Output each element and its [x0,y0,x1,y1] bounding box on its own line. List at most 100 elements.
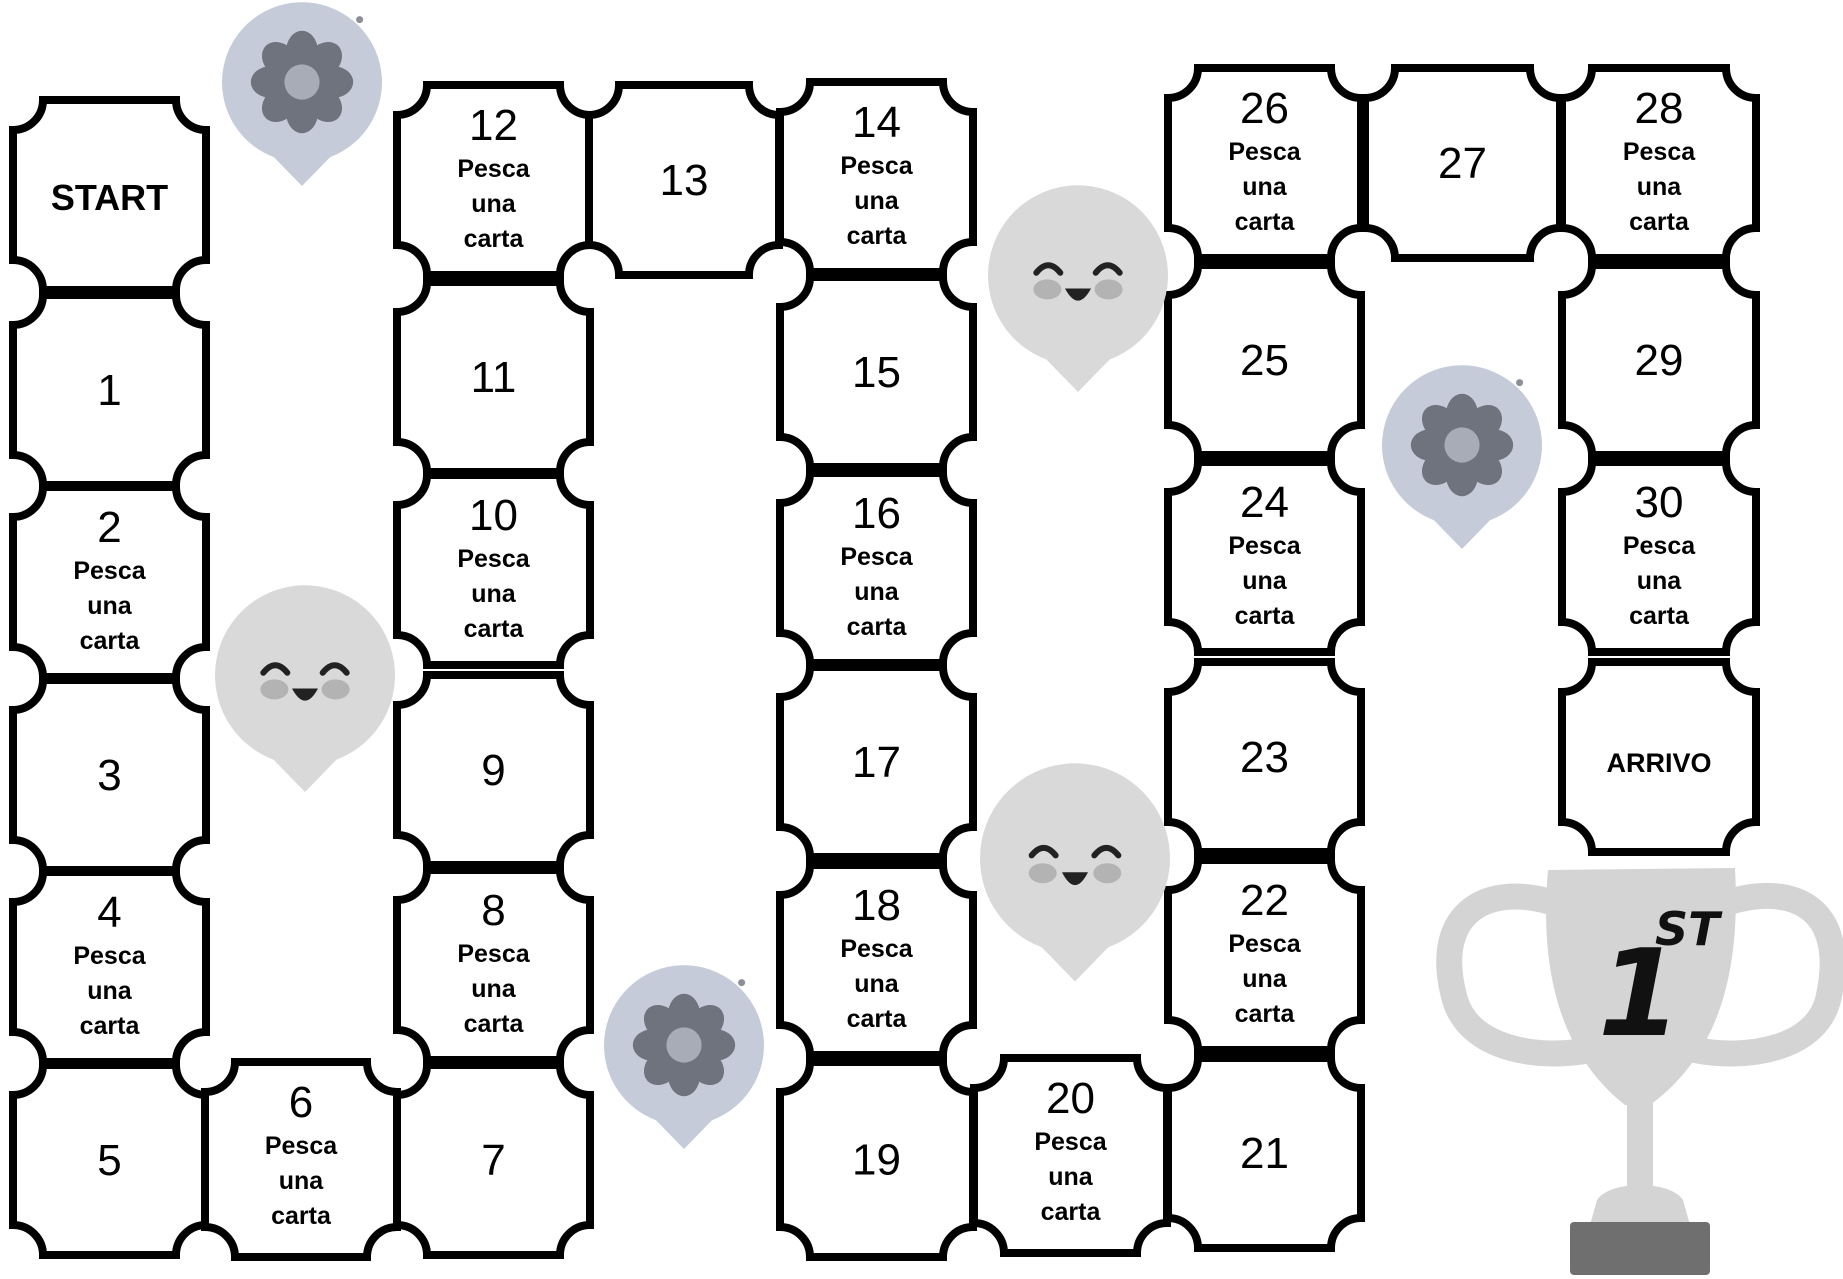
tile-instruction: una [1637,567,1683,595]
tile-instruction: carta [1041,1198,1102,1226]
tile-number: 19 [852,1136,901,1185]
tile-instruction: carta [1235,602,1296,630]
tile-instruction: carta [1629,602,1690,630]
tile-instruction: carta [80,627,141,655]
tile-instruction: una [854,970,900,998]
board-tile-24: 24Pesca una carta [1168,462,1361,652]
tile-number: 3 [97,751,121,800]
tile-instruction: carta [464,1010,525,1038]
board-tile-11: 11 [397,282,590,472]
board-tile-13: 13 [589,85,779,275]
tile-instruction: carta [464,225,525,253]
tile-instruction: una [87,977,133,1005]
tile-instruction: Pesca [73,557,146,585]
tile-instruction: Pesca [840,935,913,963]
tile-number: 11 [471,353,517,402]
tile-number: 28 [1635,84,1684,133]
tile-number: 26 [1240,84,1289,133]
board-tile-7: 7 [397,1065,590,1255]
tile-number: 4 [97,888,121,937]
tile-number: 16 [852,489,901,538]
tile-instruction: Pesca [457,155,530,183]
tile-instruction: Pesca [265,1132,338,1160]
board-tile-19: 19 [780,1062,973,1257]
board-tile-2: 2Pescaunacarta [13,487,206,677]
tile-number: 1 [97,366,121,415]
tile-instruction: una [279,1167,325,1195]
tile-instruction: una [1048,1163,1094,1191]
tile-instruction: carta [1235,208,1296,236]
board-tile-5: 5 [13,1065,206,1255]
board-tile-26: 26Pesca una carta [1168,68,1361,258]
tile-number: 14 [852,98,901,147]
tile-instruction: Pesca [1034,1128,1107,1156]
tile-number: 24 [1240,478,1289,527]
tile-instruction: Pesca [1228,532,1301,560]
tile-number: 9 [481,746,505,795]
board-tile-15: 15 [780,277,973,467]
tile-number: 8 [481,886,505,935]
tile-number: 12 [469,101,518,150]
flower-bubble-icon [604,965,764,1149]
smiley-bubble-icon [980,763,1170,981]
board-tile-18: 18Pesca una carta [780,865,973,1055]
board-tile-4: 4Pesca una carta [13,872,206,1062]
tile-number: 5 [97,1136,121,1185]
board-tile-23: 23 [1168,662,1361,852]
tile-instruction: una [471,975,517,1003]
tile-instruction: carta [847,613,908,641]
tile-instruction: carta [80,1012,141,1040]
board-tile-1: 1 [13,295,206,485]
tile-number: 18 [852,881,901,930]
tile-number: 13 [660,156,709,205]
tile-instruction: Pesca [457,940,530,968]
tile-instruction: carta [271,1202,332,1230]
tile-number: 2 [97,503,121,552]
flower-bubble-icon [1382,365,1542,549]
tile-number: 6 [289,1078,313,1127]
trophy-icon: 1 ST [1449,868,1832,1275]
tile-instruction: una [854,578,900,606]
tile-instruction: Pesca [1228,138,1301,166]
tile-instruction: Pesca [73,942,146,970]
tile-instruction: Pesca [840,543,913,571]
tile-instruction: carta [464,615,525,643]
tile-number: 7 [481,1136,505,1185]
tile-number: 22 [1240,876,1289,925]
tile-number: 30 [1635,478,1684,527]
board-tile-21: 21 [1168,1058,1361,1248]
flower-bubble-icon [222,2,382,186]
tile-instruction: una [471,190,517,218]
smiley-bubble-icon [215,585,395,792]
tile-instruction: Pesca [1623,532,1696,560]
board-tile-arrivo: ARRIVO [1562,662,1756,852]
tile-instruction: Pesca [1623,138,1696,166]
board-tile-27: 27 [1365,68,1560,258]
tile-number: 29 [1635,336,1684,385]
tile-instruction: una [1637,173,1683,201]
tile-instruction: una [854,187,900,215]
tile-number: 17 [852,738,901,787]
tile-instruction: Pesca [457,545,530,573]
tile-number: 27 [1438,139,1487,188]
board-tile-17: 17 [780,667,973,857]
tile-instruction: Pesca [840,152,913,180]
tile-instruction: carta [847,222,908,250]
tile-instruction: una [1242,567,1288,595]
board-tile-16: 16Pesca una carta [780,473,973,663]
tile-instruction: carta [847,1005,908,1033]
tile-instruction: una [471,580,517,608]
tile-number: ARRIVO [1606,748,1711,778]
board-tile-25: 25 [1168,265,1361,455]
tile-number: START [51,177,168,218]
tile-instruction: una [1242,173,1288,201]
tile-number: 10 [469,491,518,540]
trophy-superscript: ST [1655,902,1723,956]
